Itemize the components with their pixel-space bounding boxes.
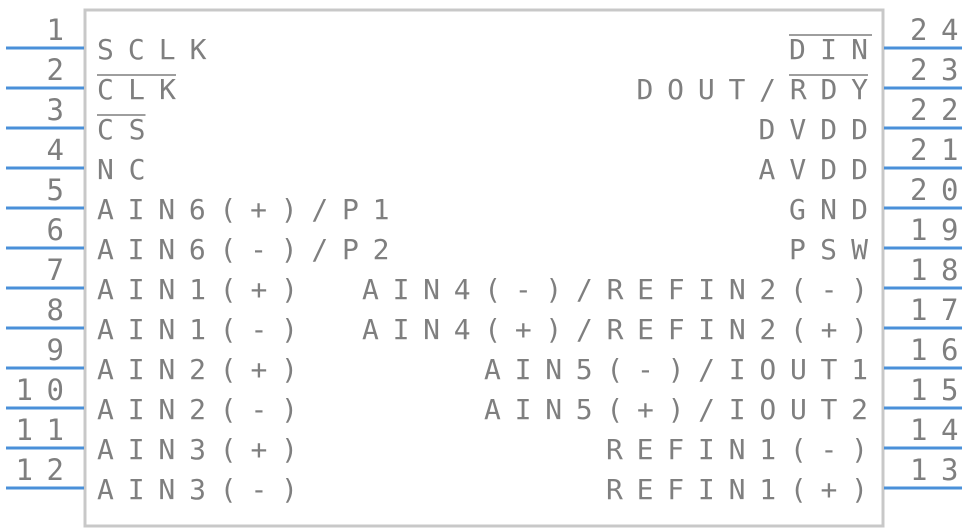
- pin-number: 14: [910, 413, 959, 447]
- pin-number: 19: [910, 213, 959, 247]
- pin-label: GND: [789, 193, 868, 226]
- pin-label: PSW: [789, 233, 868, 266]
- pin-label: DIN: [789, 33, 868, 66]
- pin-number: 7: [47, 253, 64, 287]
- pin-number: 4: [47, 133, 64, 167]
- pin-number: 9: [47, 333, 64, 367]
- pin-number: 21: [910, 133, 959, 167]
- pin-number: 11: [16, 413, 65, 447]
- pin-number: 23: [910, 53, 959, 87]
- pin-number: 13: [910, 453, 959, 487]
- pin-number: 2: [47, 53, 64, 87]
- pin-label: AIN2(+): [97, 353, 298, 386]
- pin-number: 18: [910, 253, 959, 287]
- pin-number: 17: [910, 293, 959, 327]
- pin-label: REFIN1(-): [606, 433, 868, 466]
- pin-number: 10: [16, 373, 65, 407]
- pin-number: 15: [910, 373, 959, 407]
- pin-number: 8: [47, 293, 64, 327]
- pin-number: 24: [910, 13, 959, 47]
- pin-label: CLK: [97, 73, 176, 106]
- pin-label: AIN4(-)/REFIN2(-): [362, 273, 868, 306]
- pin-number: 22: [910, 93, 959, 127]
- pin-number: 1: [47, 13, 64, 47]
- pin-label: REFIN1(+): [606, 473, 868, 506]
- pin-label: AIN1(-): [97, 313, 298, 346]
- pin-label: AIN3(-): [97, 473, 298, 506]
- pin-label: AIN5(-)/IOUT1: [484, 353, 868, 386]
- pin-number: 6: [47, 213, 64, 247]
- pin-label: AIN4(+)/REFIN2(+): [362, 313, 868, 346]
- pin-number: 16: [910, 333, 959, 367]
- pin-label: AIN3(+): [97, 433, 298, 466]
- pin-number: 20: [910, 173, 959, 207]
- pin-number: 3: [47, 93, 64, 127]
- pin-number: 5: [47, 173, 64, 207]
- pin-label: AIN1(+): [97, 273, 298, 306]
- pin-number: 12: [16, 453, 65, 487]
- ic-body: [83, 8, 885, 528]
- pin-label: AIN2(-): [97, 393, 298, 426]
- pin-label: AIN5(+)/IOUT2: [484, 393, 868, 426]
